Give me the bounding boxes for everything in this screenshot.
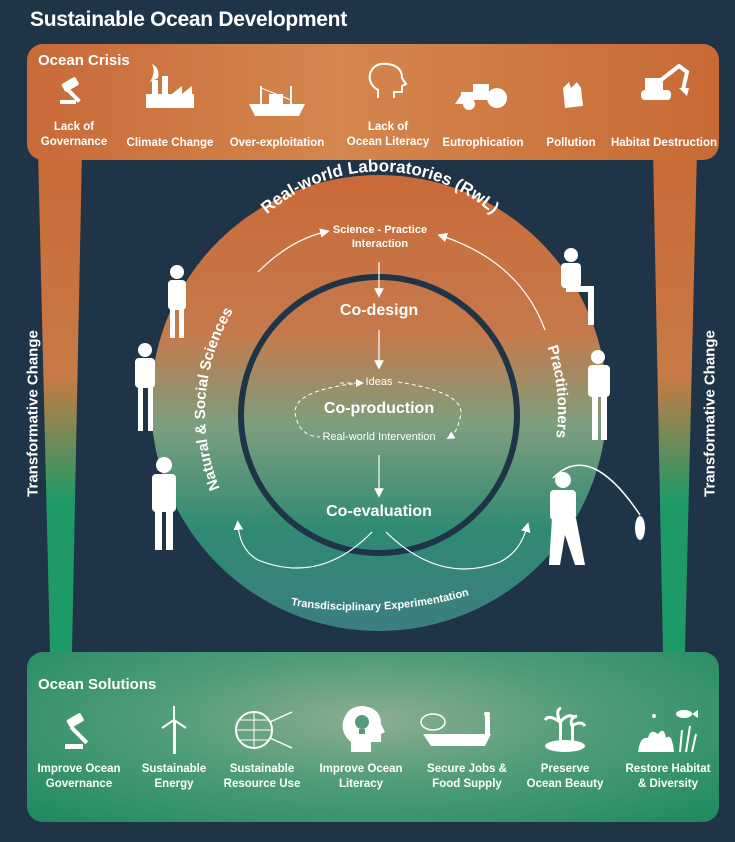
- crisis-item-climate: Climate Change: [120, 64, 220, 151]
- solution-label: Improve Ocean Governance: [37, 763, 121, 790]
- arrow-right-top: [437, 232, 546, 331]
- left-funnel: [38, 150, 82, 652]
- arrow-bottom-left: [233, 520, 373, 569]
- solution-item-governance: Improve Ocean Governance: [29, 713, 129, 792]
- ocean-solutions-title: Ocean Solutions: [38, 676, 157, 693]
- person-icon: [588, 350, 610, 440]
- crisis-label: Lack of Ocean Literacy: [346, 121, 430, 148]
- science-practice-interaction: Science - Practice Interaction: [332, 224, 428, 250]
- person-icon: [135, 343, 155, 431]
- ocean-crisis-title: Ocean Crisis: [38, 52, 130, 69]
- crisis-item-governance: Lack of Governance: [24, 77, 124, 150]
- page-title: Sustainable Ocean Development: [30, 8, 347, 31]
- solution-item-jobs: Secure Jobs & Food Supply: [417, 712, 517, 792]
- head-lightbulb-icon: [342, 706, 385, 752]
- ocean-crisis-panel: Ocean Crisis: [27, 44, 719, 160]
- co-design-label: Co-design: [339, 302, 419, 319]
- solution-label: Preserve Ocean Beauty: [526, 763, 604, 790]
- fisher-icon: [549, 464, 645, 565]
- crisis-item-pollution: Pollution: [521, 82, 621, 151]
- crisis-label: Pollution: [546, 137, 596, 149]
- crisis-label: Eutrophication: [442, 137, 524, 149]
- solution-item-beauty: Preserve Ocean Beauty: [515, 706, 615, 792]
- crisis-item-overexploitation: Over-exploitation: [227, 86, 327, 151]
- plastic-bag-icon: [563, 82, 583, 108]
- solution-label: Sustainable Energy: [141, 763, 207, 790]
- practitioner-figures: [549, 248, 645, 565]
- solution-label: Secure Jobs & Food Supply: [427, 763, 507, 790]
- solution-item-resource: Sustainable Resource Use: [212, 711, 312, 792]
- solution-label: Sustainable Resource Use: [223, 763, 301, 790]
- wind-turbine-icon: [161, 706, 187, 754]
- solution-item-literacy: Improve Ocean Literacy: [311, 706, 411, 792]
- crisis-label: Lack of Governance: [40, 121, 108, 148]
- head-icon: [368, 62, 408, 98]
- palm-island-icon: [543, 706, 587, 752]
- person-icon: [152, 457, 176, 550]
- real-world-intervention-label: Real-world Intervention: [322, 431, 436, 443]
- gavel-icon: [65, 713, 89, 749]
- co-evaluation-label: Co-evaluation: [326, 503, 432, 520]
- fishing-trawler-icon: [249, 86, 305, 116]
- person-icon: [561, 248, 594, 325]
- crisis-label: Climate Change: [126, 137, 214, 149]
- solution-item-energy: Sustainable Energy: [124, 706, 224, 792]
- person-icon: [168, 265, 186, 338]
- scientist-figures: [135, 265, 186, 550]
- dashed-loop-right: [397, 381, 462, 440]
- dashed-loop: [294, 382, 361, 438]
- crisis-label: Over-exploitation: [229, 137, 325, 149]
- gavel-icon: [60, 77, 81, 104]
- arrow-bottom-right: [385, 522, 531, 570]
- globe-net-icon: [235, 711, 293, 749]
- crisis-item-literacy: Lack of Ocean Literacy: [338, 62, 438, 150]
- ideas-label: Ideas: [365, 376, 393, 388]
- crisis-item-eutrophication: Eutrophication: [433, 84, 533, 151]
- solution-label: Restore Habitat & Diversity: [625, 763, 711, 790]
- coral-fish-icon: [638, 710, 698, 753]
- crisis-label: Habitat Destruction: [610, 137, 718, 149]
- arrow-left-top: [257, 228, 330, 273]
- outer-ring: [151, 175, 607, 631]
- factory-icon: [146, 64, 194, 108]
- co-production-label: Co-production: [323, 400, 435, 417]
- solution-item-habitat: Restore Habitat & Diversity: [618, 710, 718, 792]
- excavator-icon: [641, 64, 690, 100]
- tractor-icon: [455, 84, 507, 110]
- right-funnel: [653, 150, 697, 652]
- boat-net-icon: [420, 712, 491, 746]
- crisis-item-habitat: Habitat Destruction: [609, 64, 719, 151]
- solution-label: Improve Ocean Literacy: [319, 763, 403, 790]
